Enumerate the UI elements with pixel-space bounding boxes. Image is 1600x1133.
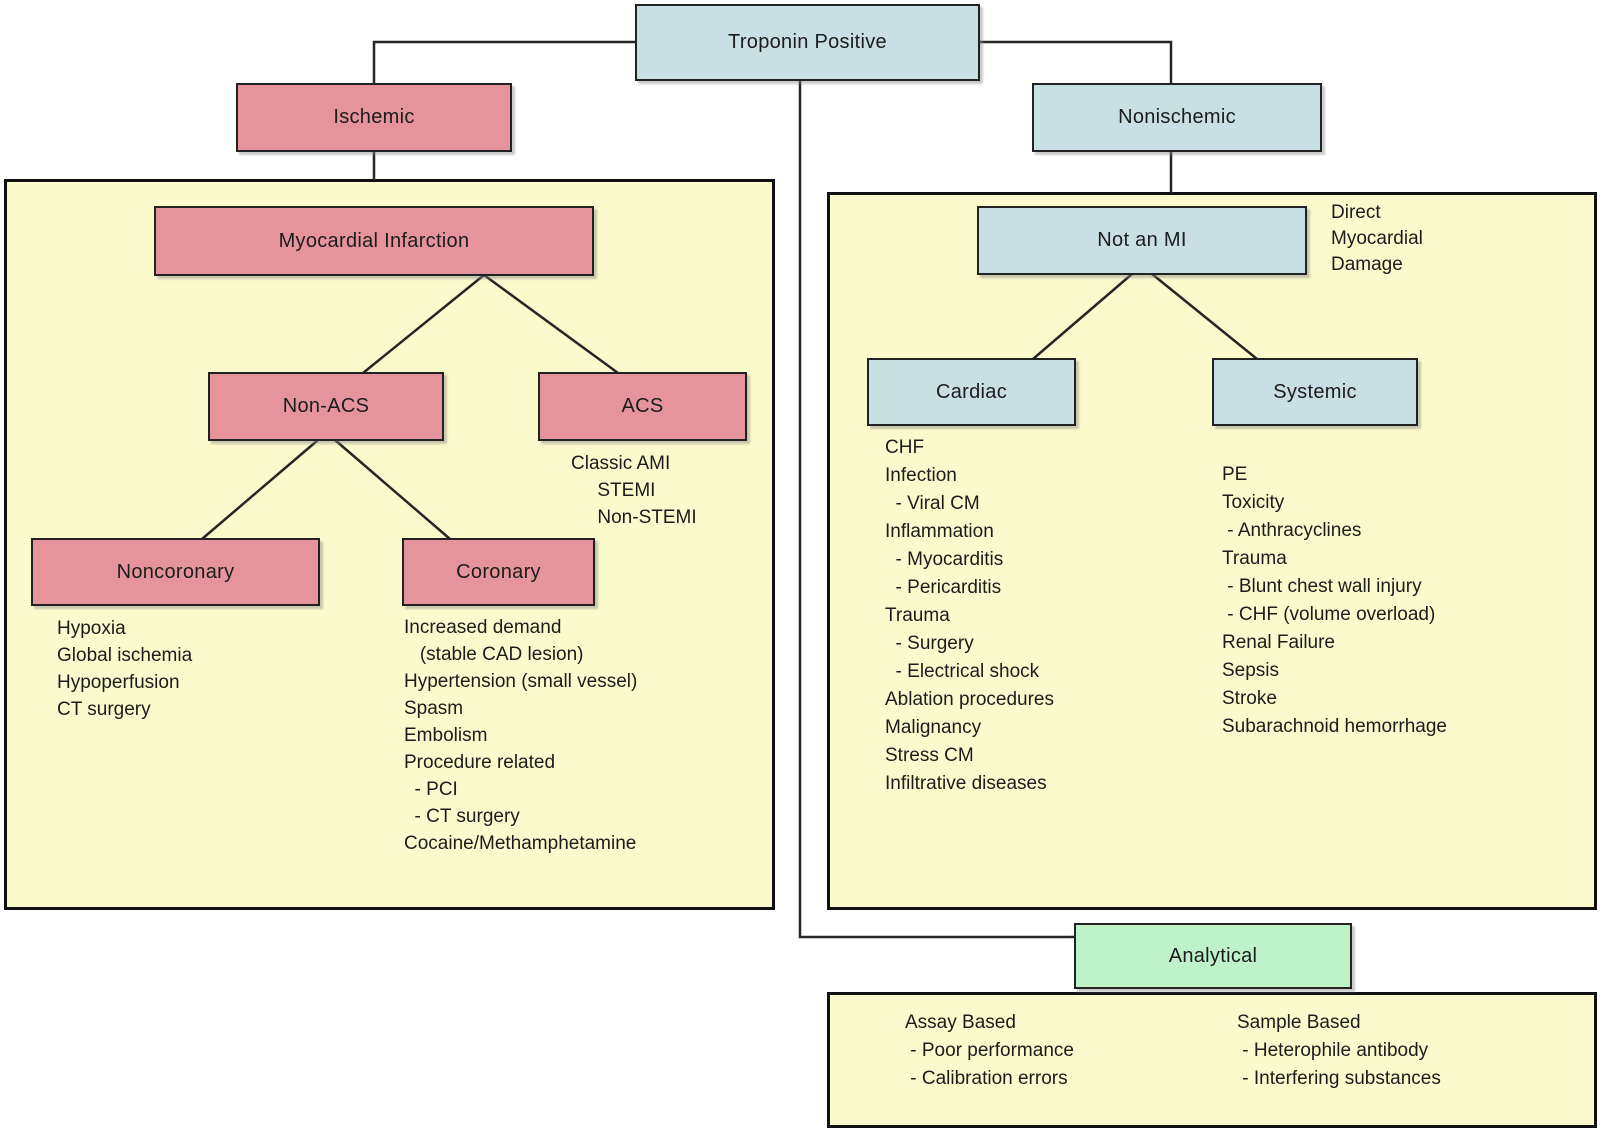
node-systemic: Systemic — [1212, 358, 1418, 426]
list-item: - Myocarditis — [885, 549, 1004, 570]
list-item: - Interfering substances — [1237, 1068, 1441, 1089]
connector-mi-nonacs — [362, 274, 485, 374]
sample-based-column: Sample Based - Heterophile antibody - In… — [1237, 1009, 1441, 1093]
connector-troponin-analytical — [798, 80, 1074, 939]
list-item: Hypertension (small vessel) — [404, 671, 638, 692]
node-ischemic: Ischemic — [236, 83, 512, 152]
list-item: Global ischemia — [57, 645, 193, 666]
node-non-acs: Non-ACS — [208, 372, 444, 441]
nonischemic-detail-panel — [827, 192, 1597, 910]
connector-nonacs-noncoronary — [201, 439, 319, 540]
node-nonischemic: Nonischemic — [1032, 83, 1322, 152]
assay-based-header: Assay Based — [905, 1012, 1016, 1033]
list-item: Hypoperfusion — [57, 672, 180, 693]
list-item: CHF — [885, 437, 925, 458]
analytical-detail-panel — [827, 992, 1597, 1128]
list-item: Embolism — [404, 725, 488, 746]
cardiac-causes-list: CHF Infection - Viral CM Inflammation - My… — [885, 434, 1054, 798]
list-item: (stable CAD lesion) — [404, 644, 584, 665]
list-item: Infection — [885, 465, 957, 486]
list-item: Increased demand — [404, 617, 562, 638]
list-item: - Anthracyclines — [1222, 520, 1362, 541]
list-item: Toxicity — [1222, 492, 1285, 513]
list-item: Infiltrative diseases — [885, 773, 1047, 794]
node-coronary: Coronary — [402, 538, 595, 606]
list-item: Procedure related — [404, 752, 556, 773]
list-item: Stress CM — [885, 745, 974, 766]
connector-notanmi-systemic — [1151, 273, 1258, 360]
node-acs: ACS — [538, 372, 747, 441]
list-item: Trauma — [885, 605, 950, 626]
list-item: - PCI — [404, 779, 458, 800]
connector-nonacs-coronary — [334, 439, 451, 540]
sample-based-header: Sample Based — [1237, 1012, 1361, 1033]
list-item: - Pericarditis — [885, 577, 1002, 598]
list-item: PE — [1222, 464, 1248, 485]
list-item: - Calibration errors — [905, 1068, 1068, 1089]
list-item: Sepsis — [1222, 660, 1280, 681]
connector-mi-acs — [483, 273, 619, 375]
list-item: CT surgery — [57, 699, 151, 720]
list-item: - Heterophile antibody — [1237, 1040, 1429, 1061]
list-item: Trauma — [1222, 548, 1287, 569]
acs-subtypes-list: Classic AMI STEMI Non-STEMI — [571, 450, 697, 531]
list-item: Non-STEMI — [571, 507, 697, 528]
list-item: Stroke — [1222, 688, 1277, 709]
list-item: - Electrical shock — [885, 661, 1040, 682]
list-item: Subarachnoid hemorrhage — [1222, 716, 1447, 737]
list-item: STEMI — [571, 480, 656, 501]
list-item: Renal Failure — [1222, 632, 1335, 653]
list-item: Classic AMI — [571, 453, 671, 474]
list-item: - CT surgery — [404, 806, 520, 827]
list-item: Cocaine/Methamphetamine — [404, 833, 637, 854]
node-analytical: Analytical — [1074, 923, 1352, 989]
node-noncoronary: Noncoronary — [31, 538, 320, 606]
list-item: Ablation procedures — [885, 689, 1054, 710]
node-cardiac: Cardiac — [867, 358, 1076, 426]
assay-based-items: - Poor performance - Calibration errors — [905, 1037, 1074, 1093]
list-item: Damage — [1331, 254, 1403, 275]
list-item: Spasm — [404, 698, 464, 719]
assay-based-column: Assay Based - Poor performance - Calibra… — [905, 1009, 1074, 1093]
list-item: Hypoxia — [57, 618, 126, 639]
list-item: - CHF (volume overload) — [1222, 604, 1436, 625]
list-item: - Surgery — [885, 633, 974, 654]
list-item: Inflammation — [885, 521, 994, 542]
connector-troponin-nonischemic — [979, 40, 1173, 83]
connector-notanmi-cardiac — [1032, 273, 1133, 360]
list-item: Direct — [1331, 202, 1381, 223]
list-item: - Poor performance — [905, 1040, 1074, 1061]
sample-based-items: - Heterophile antibody - Interfering sub… — [1237, 1037, 1441, 1093]
coronary-causes-list: Increased demand (stable CAD lesion) Hype… — [404, 614, 637, 857]
list-item: - Viral CM — [885, 493, 980, 514]
node-troponin-positive: Troponin Positive — [635, 4, 980, 81]
list-item: Myocardial — [1331, 228, 1423, 249]
connector-troponin-ischemic — [372, 40, 637, 83]
list-item: - Blunt chest wall injury — [1222, 576, 1422, 597]
node-myocardial-infarction: Myocardial Infarction — [154, 206, 594, 276]
node-not-an-mi: Not an MI — [977, 206, 1307, 275]
list-item: Malignancy — [885, 717, 982, 738]
